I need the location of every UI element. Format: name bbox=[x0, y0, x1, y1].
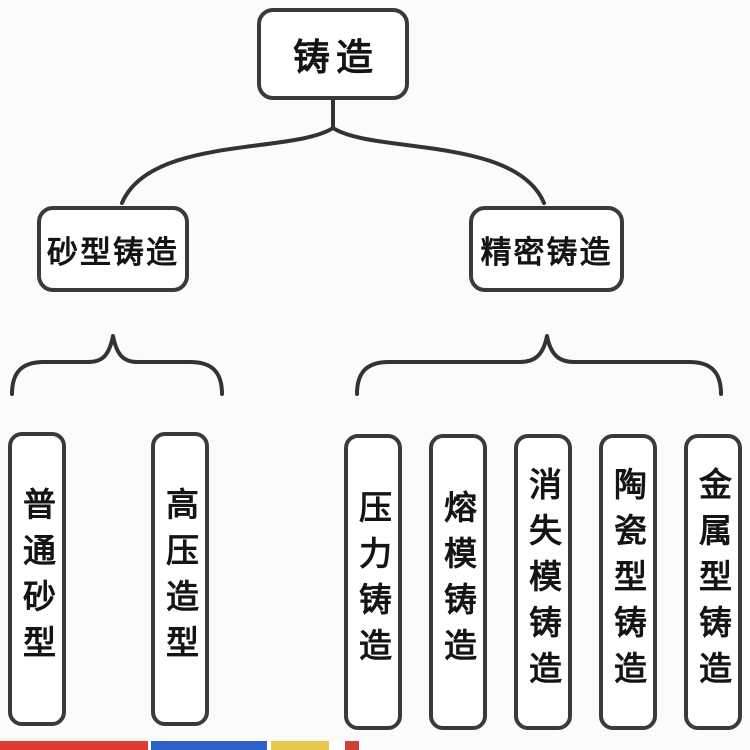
leaf-node-label: 陶瓷型铸造 bbox=[609, 467, 647, 697]
watermark-segment bbox=[271, 741, 329, 750]
leaf-node-ceramic-mold-casting: 陶瓷型铸造 bbox=[599, 434, 657, 730]
leaf-node-ordinary-sand-mold: 普通砂型 bbox=[8, 432, 66, 726]
leaf-node-metal-mold-casting: 金属型铸造 bbox=[684, 434, 742, 730]
watermark-segment bbox=[151, 741, 267, 750]
root-node-casting: 铸造 bbox=[257, 8, 409, 100]
leaf-node-label: 压力铸造 bbox=[354, 490, 392, 674]
leaf-node-high-pressure-molding: 高压造型 bbox=[151, 432, 209, 726]
branch-node-label: 砂型铸造 bbox=[47, 234, 179, 270]
branch-node-sand-casting: 砂型铸造 bbox=[37, 206, 189, 292]
connector-left-brace bbox=[10, 334, 224, 396]
leaf-node-label: 高压造型 bbox=[161, 487, 199, 671]
leaf-node-label: 消失模铸造 bbox=[524, 467, 562, 697]
connector-root-left-curve bbox=[120, 126, 335, 205]
watermark-segment bbox=[148, 741, 151, 750]
leaf-node-label: 普通砂型 bbox=[18, 487, 56, 671]
leaf-node-pressure-casting: 压力铸造 bbox=[344, 434, 402, 730]
branch-node-precision-casting: 精密铸造 bbox=[469, 206, 624, 292]
watermark-segment bbox=[0, 741, 148, 750]
watermark-strip bbox=[0, 741, 359, 750]
leaf-node-label: 金属型铸造 bbox=[694, 467, 732, 697]
leaf-node-lost-foam-casting: 消失模铸造 bbox=[514, 434, 572, 730]
watermark-segment bbox=[267, 741, 271, 750]
watermark-segment bbox=[329, 741, 345, 750]
connector-root-right-curve bbox=[331, 126, 546, 205]
leaf-node-label: 熔模铸造 bbox=[439, 490, 477, 674]
leaf-node-investment-casting: 熔模铸造 bbox=[429, 434, 487, 730]
watermark-segment bbox=[345, 741, 359, 750]
root-node-label: 铸造 bbox=[293, 37, 379, 78]
connector-right-brace bbox=[355, 334, 723, 396]
branch-node-label: 精密铸造 bbox=[480, 234, 613, 270]
